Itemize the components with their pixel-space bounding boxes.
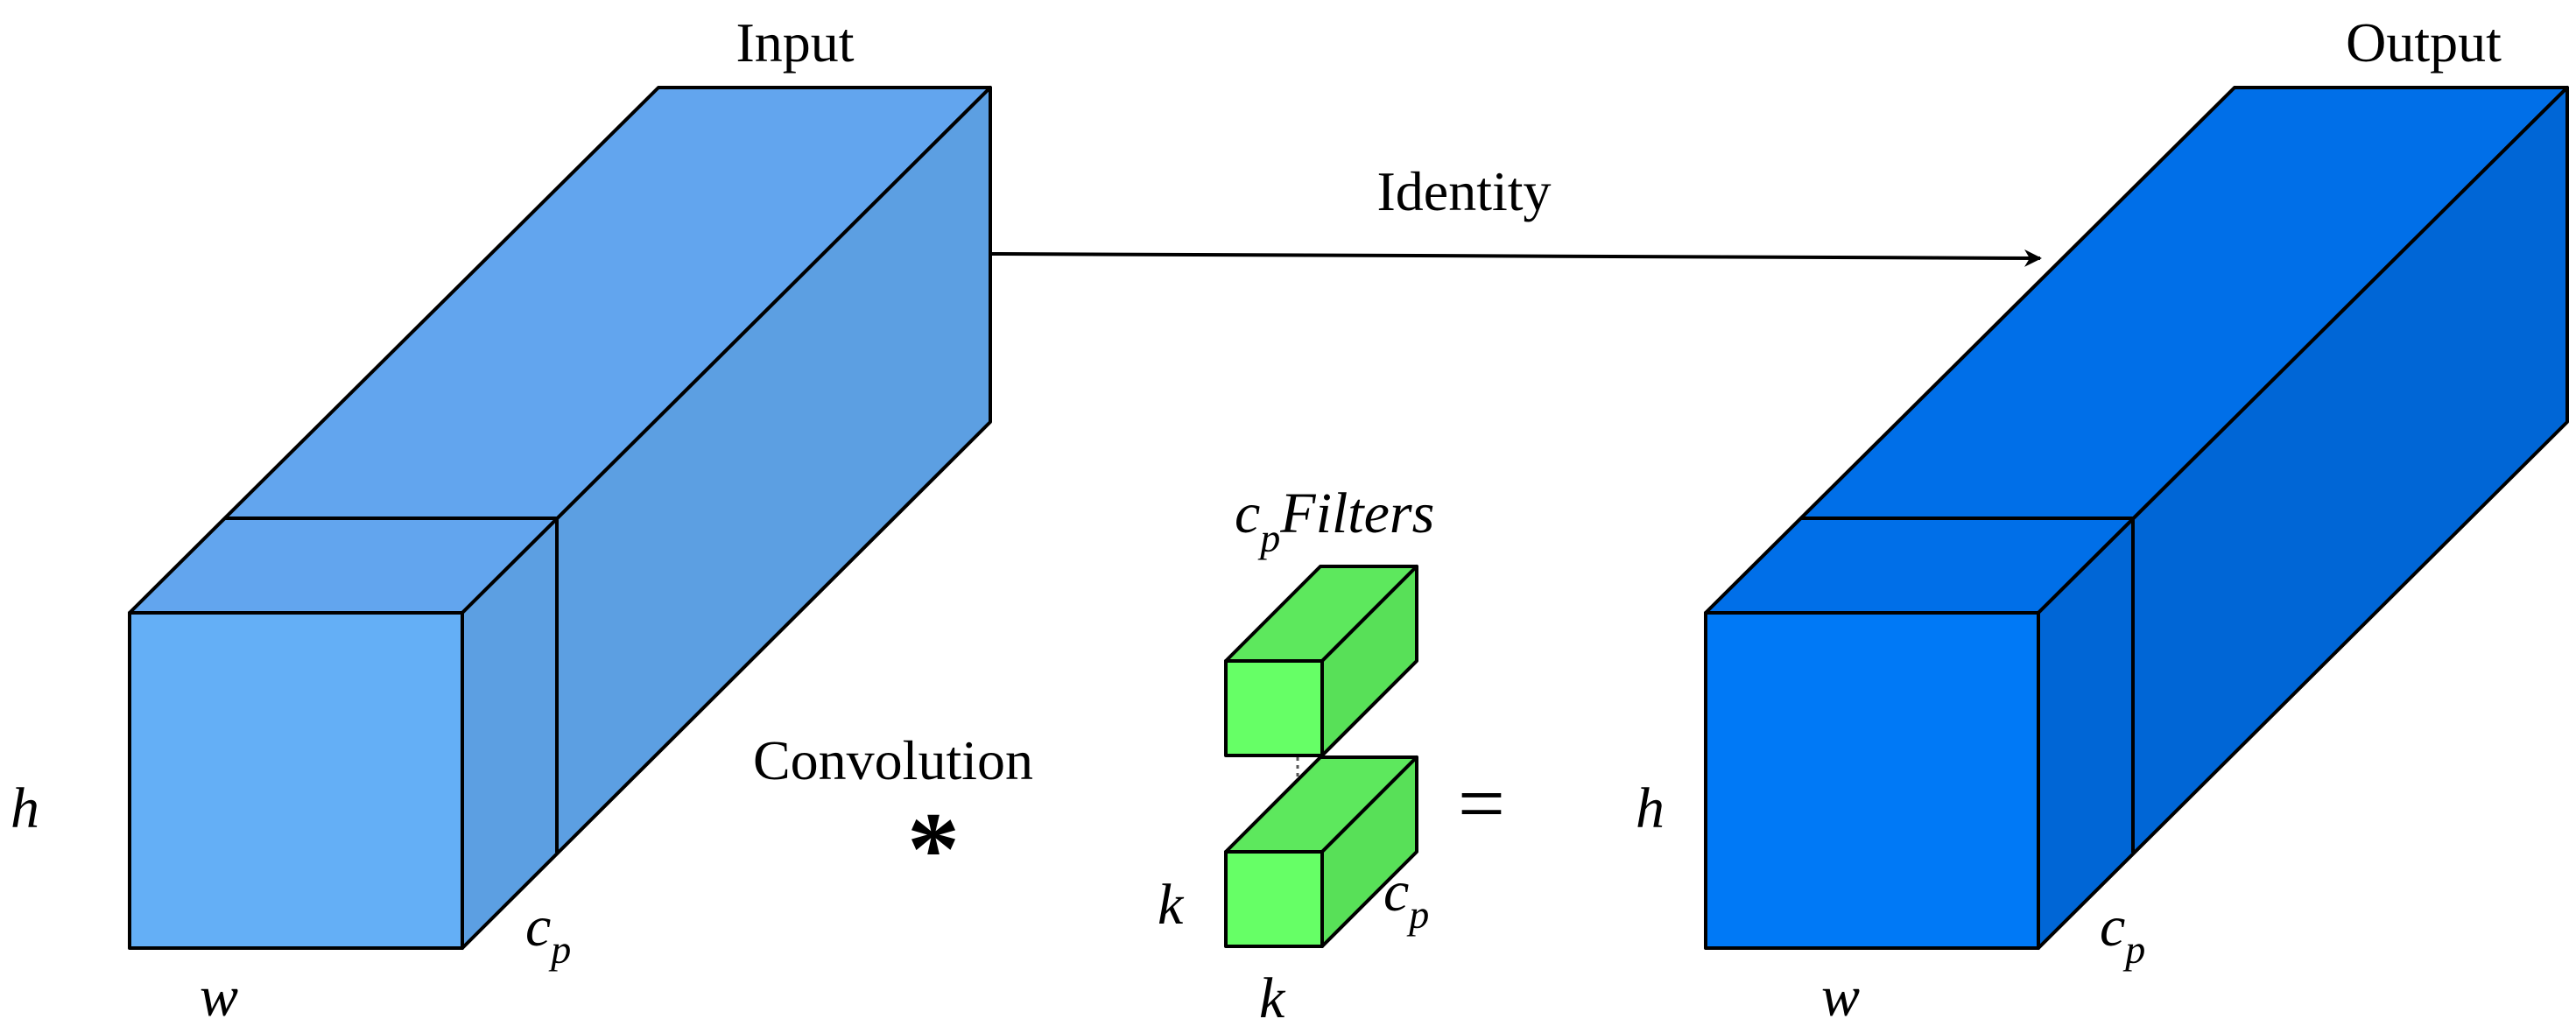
filter-top bbox=[1224, 565, 1418, 757]
identity-arrow bbox=[989, 249, 2042, 267]
input-width-label: w bbox=[200, 965, 238, 1029]
input-slice-line bbox=[224, 516, 559, 853]
equals-sign: = bbox=[1458, 756, 1505, 850]
identity-label: Identity bbox=[1376, 160, 1551, 222]
input-channel-sub: p bbox=[548, 927, 571, 972]
input-front-face bbox=[128, 611, 464, 950]
input-height-label: h bbox=[11, 777, 39, 840]
input-tensor bbox=[128, 86, 992, 950]
output-channel-base: c bbox=[2100, 895, 2125, 959]
convolution-label: Convolution bbox=[753, 729, 1033, 791]
output-channel-label: cp bbox=[2100, 895, 2145, 972]
input-channel-base: c bbox=[525, 895, 551, 959]
output-front-face bbox=[1704, 611, 2040, 950]
input-title: Input bbox=[735, 11, 854, 74]
filter-channel-base: c bbox=[1383, 860, 1409, 924]
filters-title-sub: p bbox=[1257, 516, 1280, 560]
output-width-label: w bbox=[1821, 965, 1860, 1029]
output-tensor bbox=[1704, 86, 2569, 950]
filter-channel-sub: p bbox=[1406, 892, 1429, 937]
filter-bottom-front-face bbox=[1224, 850, 1324, 948]
output-title: Output bbox=[2346, 11, 2502, 74]
output-channel-sub: p bbox=[2122, 927, 2145, 972]
input-channel-label: cp bbox=[525, 895, 571, 972]
output-slice-line bbox=[1800, 516, 2135, 853]
output-height-label: h bbox=[1636, 777, 1665, 840]
filter-bottom bbox=[1224, 755, 1418, 948]
convolution-operator: * bbox=[907, 791, 960, 907]
filters-title: cpFilters bbox=[1235, 481, 1434, 560]
filter-k-bottom-label: k bbox=[1259, 966, 1286, 1030]
filter-top-front-face bbox=[1224, 659, 1324, 757]
filter-channel-label: cp bbox=[1383, 860, 1429, 937]
filter-k-side-label: k bbox=[1158, 873, 1185, 937]
filters-title-base: c bbox=[1235, 481, 1260, 545]
filters-title-word: Filters bbox=[1279, 481, 1434, 545]
